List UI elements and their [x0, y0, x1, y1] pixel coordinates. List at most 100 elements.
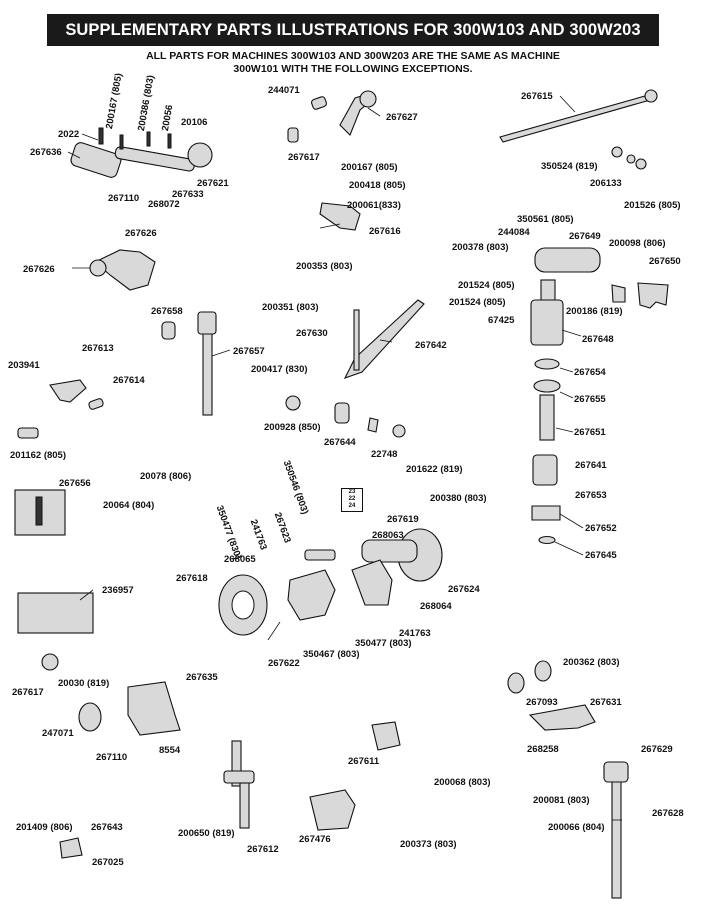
part-label: 200066 (804) [548, 822, 605, 833]
part-label: 267476 [299, 834, 331, 845]
part-label: 247071 [42, 728, 74, 739]
part-label: 241763 [399, 628, 431, 639]
part-label: 267658 [151, 306, 183, 317]
part-label: 244084 [498, 227, 530, 238]
part-label: 267093 [526, 697, 558, 708]
part-label: 20106 [181, 117, 208, 128]
part-label: 267657 [233, 346, 265, 357]
part-label: 200362 (803) [563, 657, 620, 668]
part-label: 268258 [527, 744, 559, 755]
part-label: 267651 [574, 427, 606, 438]
part-label: 2022 [58, 129, 80, 140]
part-label: 268072 [148, 199, 180, 210]
part-label: 20030 (819) [58, 678, 110, 689]
part-label: 267644 [324, 437, 356, 448]
part-label: 200650 (819) [178, 828, 235, 839]
part-label: 200378 (803) [452, 242, 509, 253]
part-label: 267655 [574, 394, 606, 405]
part-label: 201409 (806) [16, 822, 73, 833]
part-label: 268063 [372, 530, 404, 541]
part-label: 267656 [59, 478, 91, 489]
part-label: 267613 [82, 343, 114, 354]
part-label: 350561 (805) [517, 214, 574, 225]
part-label: 267633 [172, 189, 204, 200]
part-label: 267641 [575, 460, 607, 471]
part-label: 200928 (850) [264, 422, 321, 433]
part-label: 267643 [91, 822, 123, 833]
part-label: 267614 [113, 375, 145, 386]
part-label: 267626 [23, 264, 55, 275]
part-label: 267654 [574, 367, 606, 378]
part-label: 200373 (803) [400, 839, 457, 850]
part-label: 267619 [387, 514, 419, 525]
subtitle-line-1: ALL PARTS FOR MACHINES 300W103 AND 300W2… [146, 50, 560, 62]
part-label: 267025 [92, 857, 124, 868]
subtitle-line-2: 300W101 WITH THE FOLLOWING EXCEPTIONS. [233, 63, 473, 75]
part-label: 236957 [102, 585, 134, 596]
part-label: 267612 [247, 844, 279, 855]
part-label: 203941 [8, 360, 40, 371]
part-label: 201524 (805) [449, 297, 506, 308]
needle-clamp-assembly [70, 127, 213, 178]
part-label: 267631 [590, 697, 622, 708]
part-label: 267624 [448, 584, 480, 595]
part-label: 267652 [585, 523, 617, 534]
part-label: 201162 (805) [10, 450, 66, 461]
part-label: 201524 (805) [458, 280, 515, 291]
part-label: 267110 [96, 752, 128, 763]
part-label: 267615 [521, 91, 553, 102]
part-label: 267622 [268, 658, 300, 669]
part-label: 267648 [582, 334, 614, 345]
part-label: 350477 (803) [355, 638, 412, 649]
part-label: 267649 [569, 231, 601, 242]
part-label: 267621 [197, 178, 229, 189]
box-value-2: 24 [348, 503, 356, 509]
part-label: 244071 [268, 85, 300, 96]
part-label: 200061(833) [347, 200, 401, 211]
part-label: 267635 [186, 672, 218, 683]
part-label: 267630 [296, 328, 328, 339]
part-label: 267653 [575, 490, 607, 501]
part-label: 267629 [641, 744, 673, 755]
part-label: 268064 [420, 601, 452, 612]
part-label: 267650 [649, 256, 681, 267]
part-label: 200186 (819) [566, 306, 623, 317]
part-label: 267110 [108, 193, 140, 204]
box-label: 23 [348, 489, 356, 495]
reference-box: 23 22 24 [341, 488, 363, 512]
page-title: SUPPLEMENTARY PARTS ILLUSTRATIONS FOR 30… [47, 14, 659, 46]
part-label: 200081 (803) [533, 795, 590, 806]
part-label: 200380 (803) [430, 493, 487, 504]
part-label: 200167 (805) [341, 162, 398, 173]
part-label: 267628 [652, 808, 684, 819]
part-label: 350467 (803) [303, 649, 360, 660]
part-label: 267616 [369, 226, 401, 237]
part-label: 22748 [371, 449, 398, 460]
part-label: 8554 [159, 745, 181, 756]
part-label: 200417 (830) [251, 364, 308, 375]
part-label: 267636 [30, 147, 62, 158]
part-label: 350524 (819) [541, 161, 598, 172]
leader-lines [67, 95, 622, 821]
part-label: 267618 [176, 573, 208, 584]
part-label: 67425 [488, 315, 515, 326]
part-label: 20078 (806) [140, 471, 192, 482]
part-label: 267627 [386, 112, 418, 123]
part-label: 200068 (803) [434, 777, 491, 788]
part-label: 201526 (805) [624, 200, 681, 211]
part-label: 201622 (819) [406, 464, 463, 475]
subtitle: ALL PARTS FOR MACHINES 300W103 AND 300W2… [80, 50, 626, 76]
box-value-1: 22 [348, 496, 356, 502]
part-label: 200418 (805) [349, 180, 406, 191]
part-label: 206133 [590, 178, 622, 189]
part-label: 267645 [585, 550, 617, 561]
part-label: 268065 [224, 554, 256, 565]
part-label: 20064 (804) [103, 500, 155, 511]
part-label: 267642 [415, 340, 447, 351]
part-label: 200351 (803) [262, 302, 319, 313]
part-label: 267611 [348, 756, 380, 767]
part-label: 267617 [12, 687, 44, 698]
part-label: 200098 (806) [609, 238, 666, 249]
part-label: 267617 [288, 152, 320, 163]
